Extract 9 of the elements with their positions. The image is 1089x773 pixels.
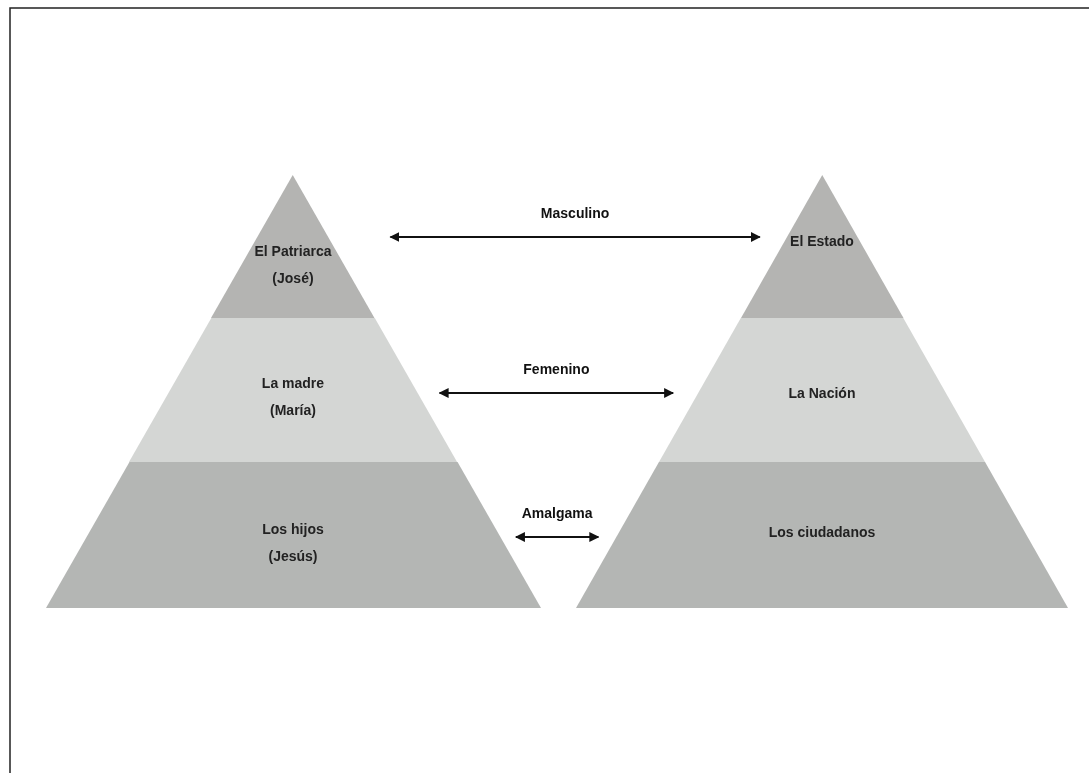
double-arrow	[438, 388, 675, 398]
tier-label: El Estado	[790, 232, 854, 251]
tier-label: Los hijos (Jesús)	[261, 520, 325, 566]
tier-label: Los ciudadanos	[768, 523, 876, 542]
tier-label: El Patriarca (José)	[253, 242, 333, 288]
double-arrow	[514, 532, 600, 542]
double-arrow	[389, 232, 761, 242]
tier-label: La madre (María)	[260, 374, 326, 420]
tier-label: La Nación	[788, 384, 856, 403]
